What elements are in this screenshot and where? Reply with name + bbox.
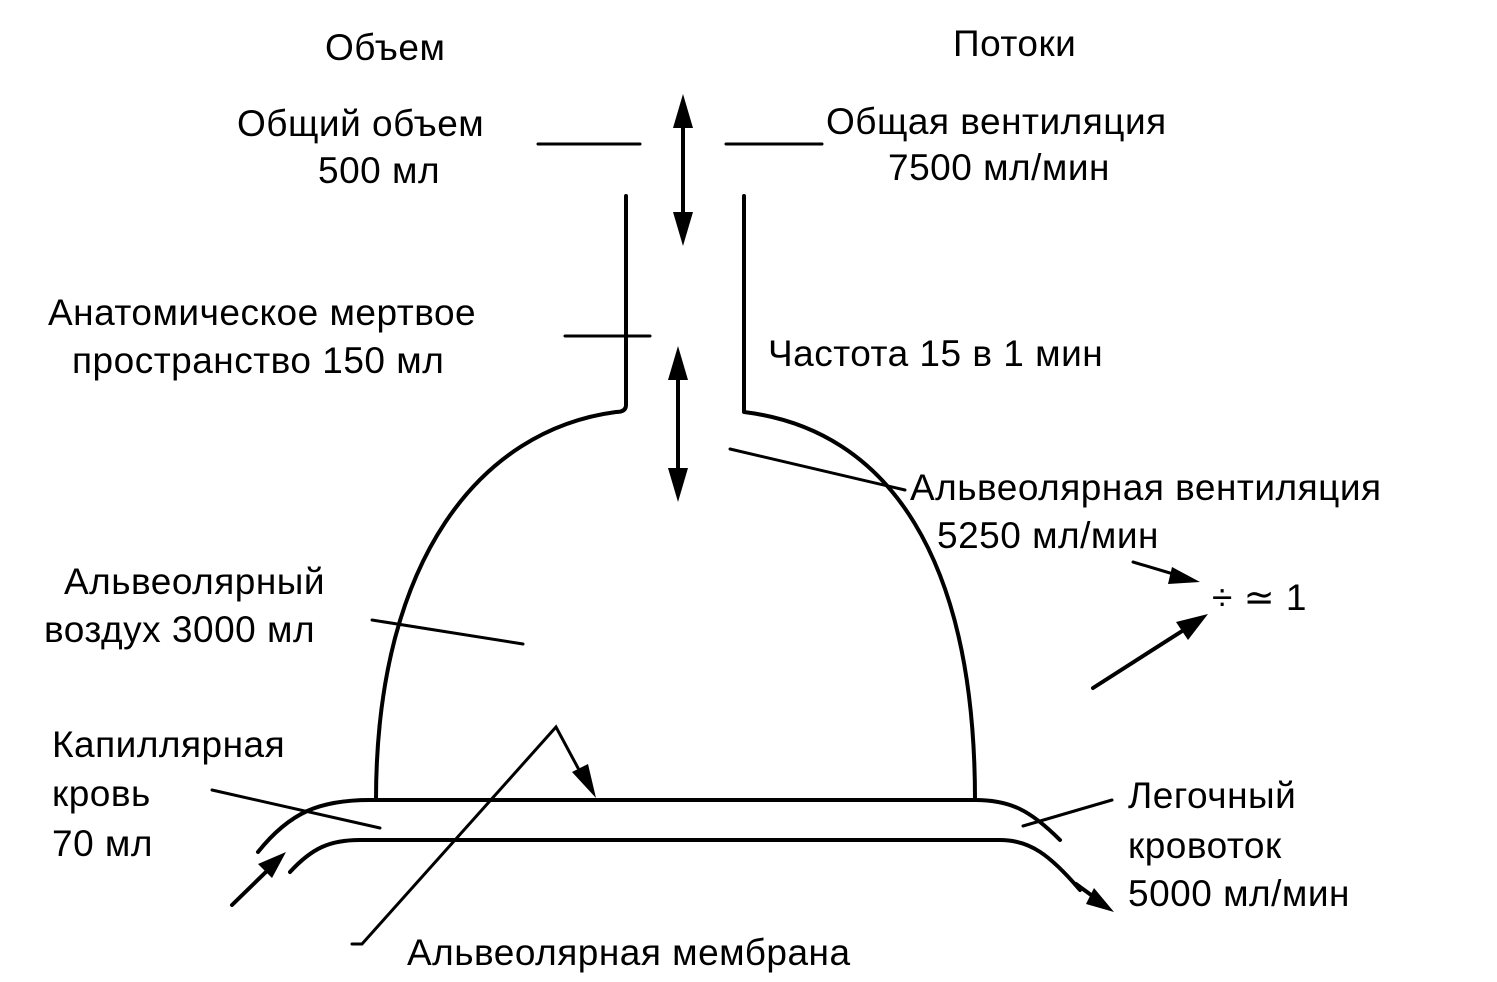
volume-header: Объем [325, 27, 445, 68]
pulmonary-flow-label-2: кровоток [1128, 825, 1282, 866]
airway-right-wall [742, 194, 977, 802]
blood-inflow-arrow-icon [230, 852, 286, 907]
total-volume-label: Общий объем [237, 103, 484, 144]
dead-space-label: Анатомическое мертвое [48, 292, 476, 333]
flow-ratio-arrow-icon [1091, 614, 1208, 690]
capillary-lower-wall [288, 838, 1082, 892]
lower-double-arrow-icon [668, 346, 688, 502]
ventilation-ratio-arrow-icon [1131, 560, 1200, 584]
dead-space-value: пространство 150 мл [72, 340, 444, 381]
capillary-blood-label-2: кровь [52, 773, 151, 814]
alveolar-ventilation-leader [728, 447, 907, 492]
flows-header: Потоки [953, 23, 1076, 64]
capillary-blood-label: Капиллярная [52, 724, 285, 765]
pulmonary-flow-label: Легочный [1128, 775, 1296, 816]
frequency-label: Частота 15 в 1 мин [768, 333, 1103, 374]
ratio-label: ÷ ≃ 1 [1212, 577, 1307, 618]
alveolar-membrane-label: Альвеолярная мембрана [407, 932, 851, 973]
capillary-blood-leader [210, 788, 382, 830]
alveolar-ventilation-label: Альвеолярная вентиляция [910, 467, 1382, 508]
total-volume-value: 500 мл [318, 150, 440, 191]
pulmonary-flow-value: 5000 мл/мин [1128, 873, 1350, 914]
blood-outflow-arrow-icon [1074, 882, 1114, 912]
total-ventilation-value: 7500 мл/мин [888, 147, 1110, 188]
capillary-upper-wall [256, 798, 1062, 854]
upper-double-arrow-icon [673, 94, 693, 246]
alveolar-air-value: воздух 3000 мл [44, 609, 315, 650]
pulmonary-flow-leader [1021, 798, 1114, 828]
alveolar-air-label: Альвеолярный [64, 561, 325, 602]
membrane-pointer-arrow-icon [572, 764, 596, 798]
capillary-blood-value: 70 мл [52, 823, 153, 864]
alveolar-membrane-leader [350, 724, 580, 946]
airway-left-wall [368, 194, 628, 802]
total-ventilation-label: Общая вентиляция [826, 101, 1167, 142]
alveolar-ventilation-value: 5250 мл/мин [937, 515, 1159, 556]
alveolar-air-leader [370, 618, 525, 646]
